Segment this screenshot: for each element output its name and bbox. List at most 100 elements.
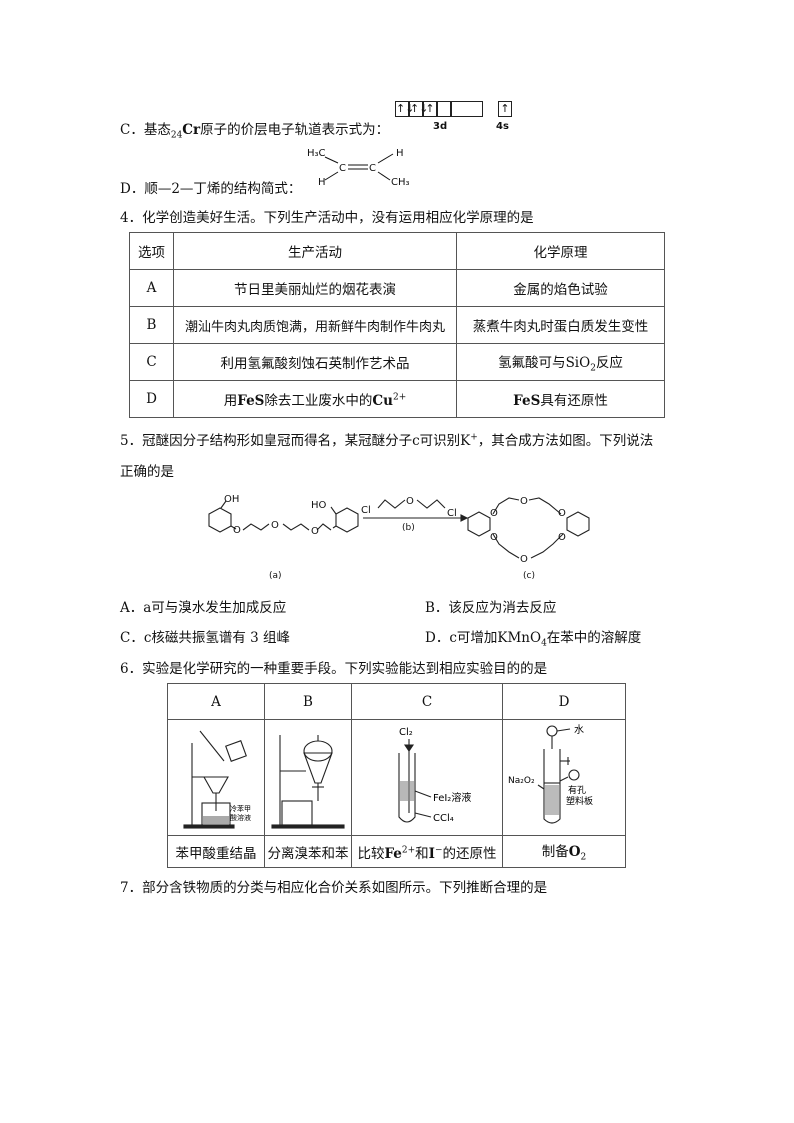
label-b: (b) — [402, 523, 415, 533]
benzene-ring-c-right — [566, 511, 590, 537]
benzene-ring-c-left — [467, 511, 491, 537]
apparatus-a: 冷苯甲 酸溶液 — [167, 719, 265, 836]
header-b: B — [264, 683, 352, 720]
label-cl2: Cl₂ — [399, 727, 413, 738]
q3-option-c: C．基态24Cr原子的价层电子轨道表示式为： — [120, 118, 389, 141]
label-c: (c) — [523, 571, 535, 581]
orbital-box-3d-1: ↑↓ — [395, 101, 415, 117]
test-tube-apparatus: Cl₂ FeI₂溶液 CCl₄ — [398, 727, 471, 824]
table-row: A 节日里美丽灿烂的烟花表演 金属的焰色试验 — [129, 269, 665, 307]
row-principle: 蒸煮牛肉丸时蛋白质发生变性 — [456, 306, 665, 344]
apparatus-c: Cl₂ FeI₂溶液 CCl₄ — [351, 719, 503, 836]
row-activity: 潮汕牛肉丸肉质饱满，用新鲜牛肉制作牛肉丸 — [173, 306, 457, 344]
label-a: (a) — [269, 571, 282, 581]
label-3d: 3d — [433, 121, 448, 132]
q6-table: A B C D 冷苯甲 酸溶液 — [167, 683, 626, 868]
option-c-prefix: C．基态 — [120, 122, 171, 138]
row-option: B — [129, 306, 174, 344]
row-option: A — [129, 269, 174, 307]
header-c: C — [351, 683, 503, 720]
label-o: O — [520, 554, 528, 565]
label-acid-solution: 酸溶液 — [230, 813, 251, 822]
caption-a: 苯甲酸重结晶 — [167, 835, 265, 868]
mass-number: 24 — [170, 130, 183, 141]
label-fei2: FeI₂溶液 — [433, 791, 471, 804]
q5-stem-line2: 正确的是 — [120, 464, 174, 480]
header-a: A — [167, 683, 265, 720]
caption-d: 制备O2 — [502, 835, 626, 868]
carbon-left: C — [339, 163, 346, 174]
label-o: O — [558, 508, 566, 519]
separatory-funnel-apparatus — [271, 734, 345, 829]
row-principle: FeS具有还原性 — [456, 380, 665, 418]
carbon-right: C — [369, 163, 376, 174]
caption-row: 苯甲酸重结晶 分离溴苯和苯 比较Fe2+和I−的还原性 制备O2 — [167, 835, 626, 868]
benzene-ring-right — [335, 507, 359, 533]
label-plate-2: 塑料板 — [566, 795, 593, 807]
row-activity: 利用氢氟酸刻蚀石英制作艺术品 — [173, 343, 457, 381]
label-water: 水 — [574, 724, 584, 736]
table-row: D 用FeS除去工业废水中的Cu2+ FeS具有还原性 — [129, 380, 665, 418]
q5-option-a: A．a可与溴水发生加成反应 — [120, 600, 287, 616]
crown-ether-synthesis-figure: OH O O O HO Cl O Cl (b) O O O O O O (a) … — [208, 494, 590, 581]
cis-2-butene-structure: H₃C H H CH₃ C C — [307, 148, 410, 188]
benzene-ring-left — [208, 507, 232, 533]
recrystallization-apparatus: 冷苯甲 酸溶液 — [183, 730, 251, 829]
table-header-row: A B C D — [167, 683, 626, 720]
apparatus-d: 水 Na₂O₂ 有孔 塑料板 — [502, 719, 626, 836]
atom-h-top-right: H — [396, 148, 404, 159]
row-principle: 金属的焰色试验 — [456, 269, 665, 307]
row-principle: 氢氟酸可与SiO2反应 — [456, 343, 665, 381]
q5-option-b: B．该反应为消去反应 — [425, 600, 557, 616]
label-o: O — [520, 496, 528, 507]
group-ch3: CH₃ — [391, 177, 410, 188]
q3-option-d: D．顺—2—丁烯的结构简式： — [120, 181, 302, 197]
label-cl: Cl — [447, 508, 457, 519]
figure-row: 冷苯甲 酸溶液 Cl₂ — [167, 719, 626, 836]
label-plate-1: 有孔 — [568, 784, 586, 796]
table-row: B 潮汕牛肉丸肉质饱满，用新鲜牛肉制作牛肉丸 蒸煮牛肉丸时蛋白质发生变性 — [129, 306, 665, 344]
bond-lines — [324, 153, 394, 181]
label-o: O — [233, 525, 241, 536]
group-h3c: H₃C — [307, 148, 326, 159]
oxygen-generation-apparatus: 水 Na₂O₂ 有孔 塑料板 — [508, 724, 593, 824]
q7-stem: 7．部分含铁物质的分类与相应化合价关系如图所示。下列推断合理的是 — [120, 880, 548, 896]
label-o: O — [490, 532, 498, 543]
orbital-box-3d-3: ↑ — [423, 101, 437, 117]
label-4s: 4s — [496, 121, 509, 132]
option-c-text: 原子的价层电子轨道表示式为： — [200, 122, 390, 138]
element-symbol: Cr — [182, 122, 201, 138]
label-ho: HO — [311, 500, 327, 511]
orbital-box-3d-4 — [437, 101, 451, 117]
label-ccl4: CCl₄ — [433, 813, 454, 824]
atom-h-bottom-left: H — [318, 177, 326, 188]
row-activity: 节日里美丽灿烂的烟花表演 — [173, 269, 457, 307]
q5-option-c: C．c核磁共振氢谱有 3 组峰 — [120, 630, 291, 646]
q6-stem: 6．实验是化学研究的一种重要手段。下列实验能达到相应实验目的的是 — [120, 661, 548, 677]
header-activity: 生产活动 — [173, 232, 457, 270]
header-d: D — [502, 683, 626, 720]
label-o: O — [558, 532, 566, 543]
label-o: O — [271, 520, 279, 531]
label-cold-benzoic: 冷苯甲 — [230, 804, 251, 813]
q4-table: 选项 生产活动 化学原理 A 节日里美丽灿烂的烟花表演 金属的焰色试验 B 潮汕… — [129, 232, 665, 418]
caption-b: 分离溴苯和苯 — [264, 835, 352, 868]
row-option: C — [129, 343, 174, 381]
header-principle: 化学原理 — [456, 232, 665, 270]
label-cl: Cl — [361, 505, 371, 516]
orbital-box-4s: ↑ — [498, 101, 512, 117]
label-o: O — [311, 526, 319, 537]
caption-c: 比较Fe2+和I−的还原性 — [351, 835, 503, 868]
orbital-box-3d-2: ↑↓ — [409, 101, 429, 117]
orbital-box-3d-5 — [451, 101, 483, 117]
table-header-row: 选项 生产活动 化学原理 — [129, 232, 665, 270]
label-o: O — [406, 496, 414, 507]
label-na2o2: Na₂O₂ — [508, 776, 535, 786]
header-option: 选项 — [129, 232, 174, 270]
table-row: C 利用氢氟酸刻蚀石英制作艺术品 氢氟酸可与SiO2反应 — [129, 343, 665, 381]
q4-stem: 4．化学创造美好生活。下列生产活动中，没有运用相应化学原理的是 — [120, 210, 534, 226]
label-oh: OH — [224, 494, 239, 505]
q5-option-d: D．c可增加KMnO4在苯中的溶解度 — [425, 630, 642, 649]
apparatus-b — [264, 719, 352, 836]
q5-stem-line1: 5．冠醚因分子结构形如皇冠而得名，某冠醚分子c可识别K+，其合成方法如图。下列说… — [120, 432, 654, 450]
